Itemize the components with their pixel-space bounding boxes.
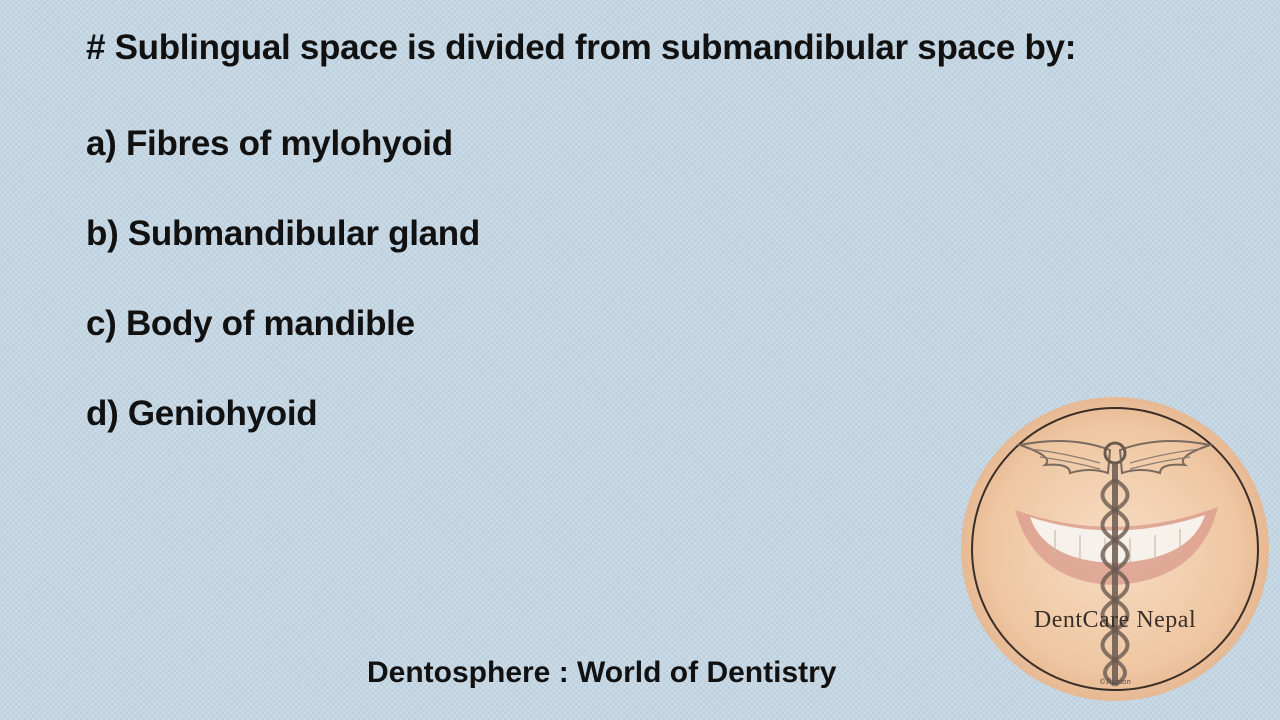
question-title: # Sublingual space is divided from subma… [86, 28, 1077, 67]
option-d: d) Geniohyoid [86, 394, 318, 433]
dentcare-nepal-logo: DentCare Nepal ©Raman [960, 395, 1270, 703]
logo-brand-text: DentCare Nepal [1033, 607, 1197, 633]
option-a: a) Fibres of mylohyoid [86, 124, 453, 163]
option-b: b) Submandibular gland [86, 214, 480, 253]
answer-options: a) Fibres of mylohyoid b) Submandibular … [86, 118, 480, 478]
caduceus-smile-emblem [961, 397, 1269, 701]
logo-signature: ©Raman [1099, 678, 1131, 686]
footer-caption: Dentosphere : World of Dentistry [367, 656, 837, 689]
option-c: c) Body of mandible [86, 304, 415, 343]
